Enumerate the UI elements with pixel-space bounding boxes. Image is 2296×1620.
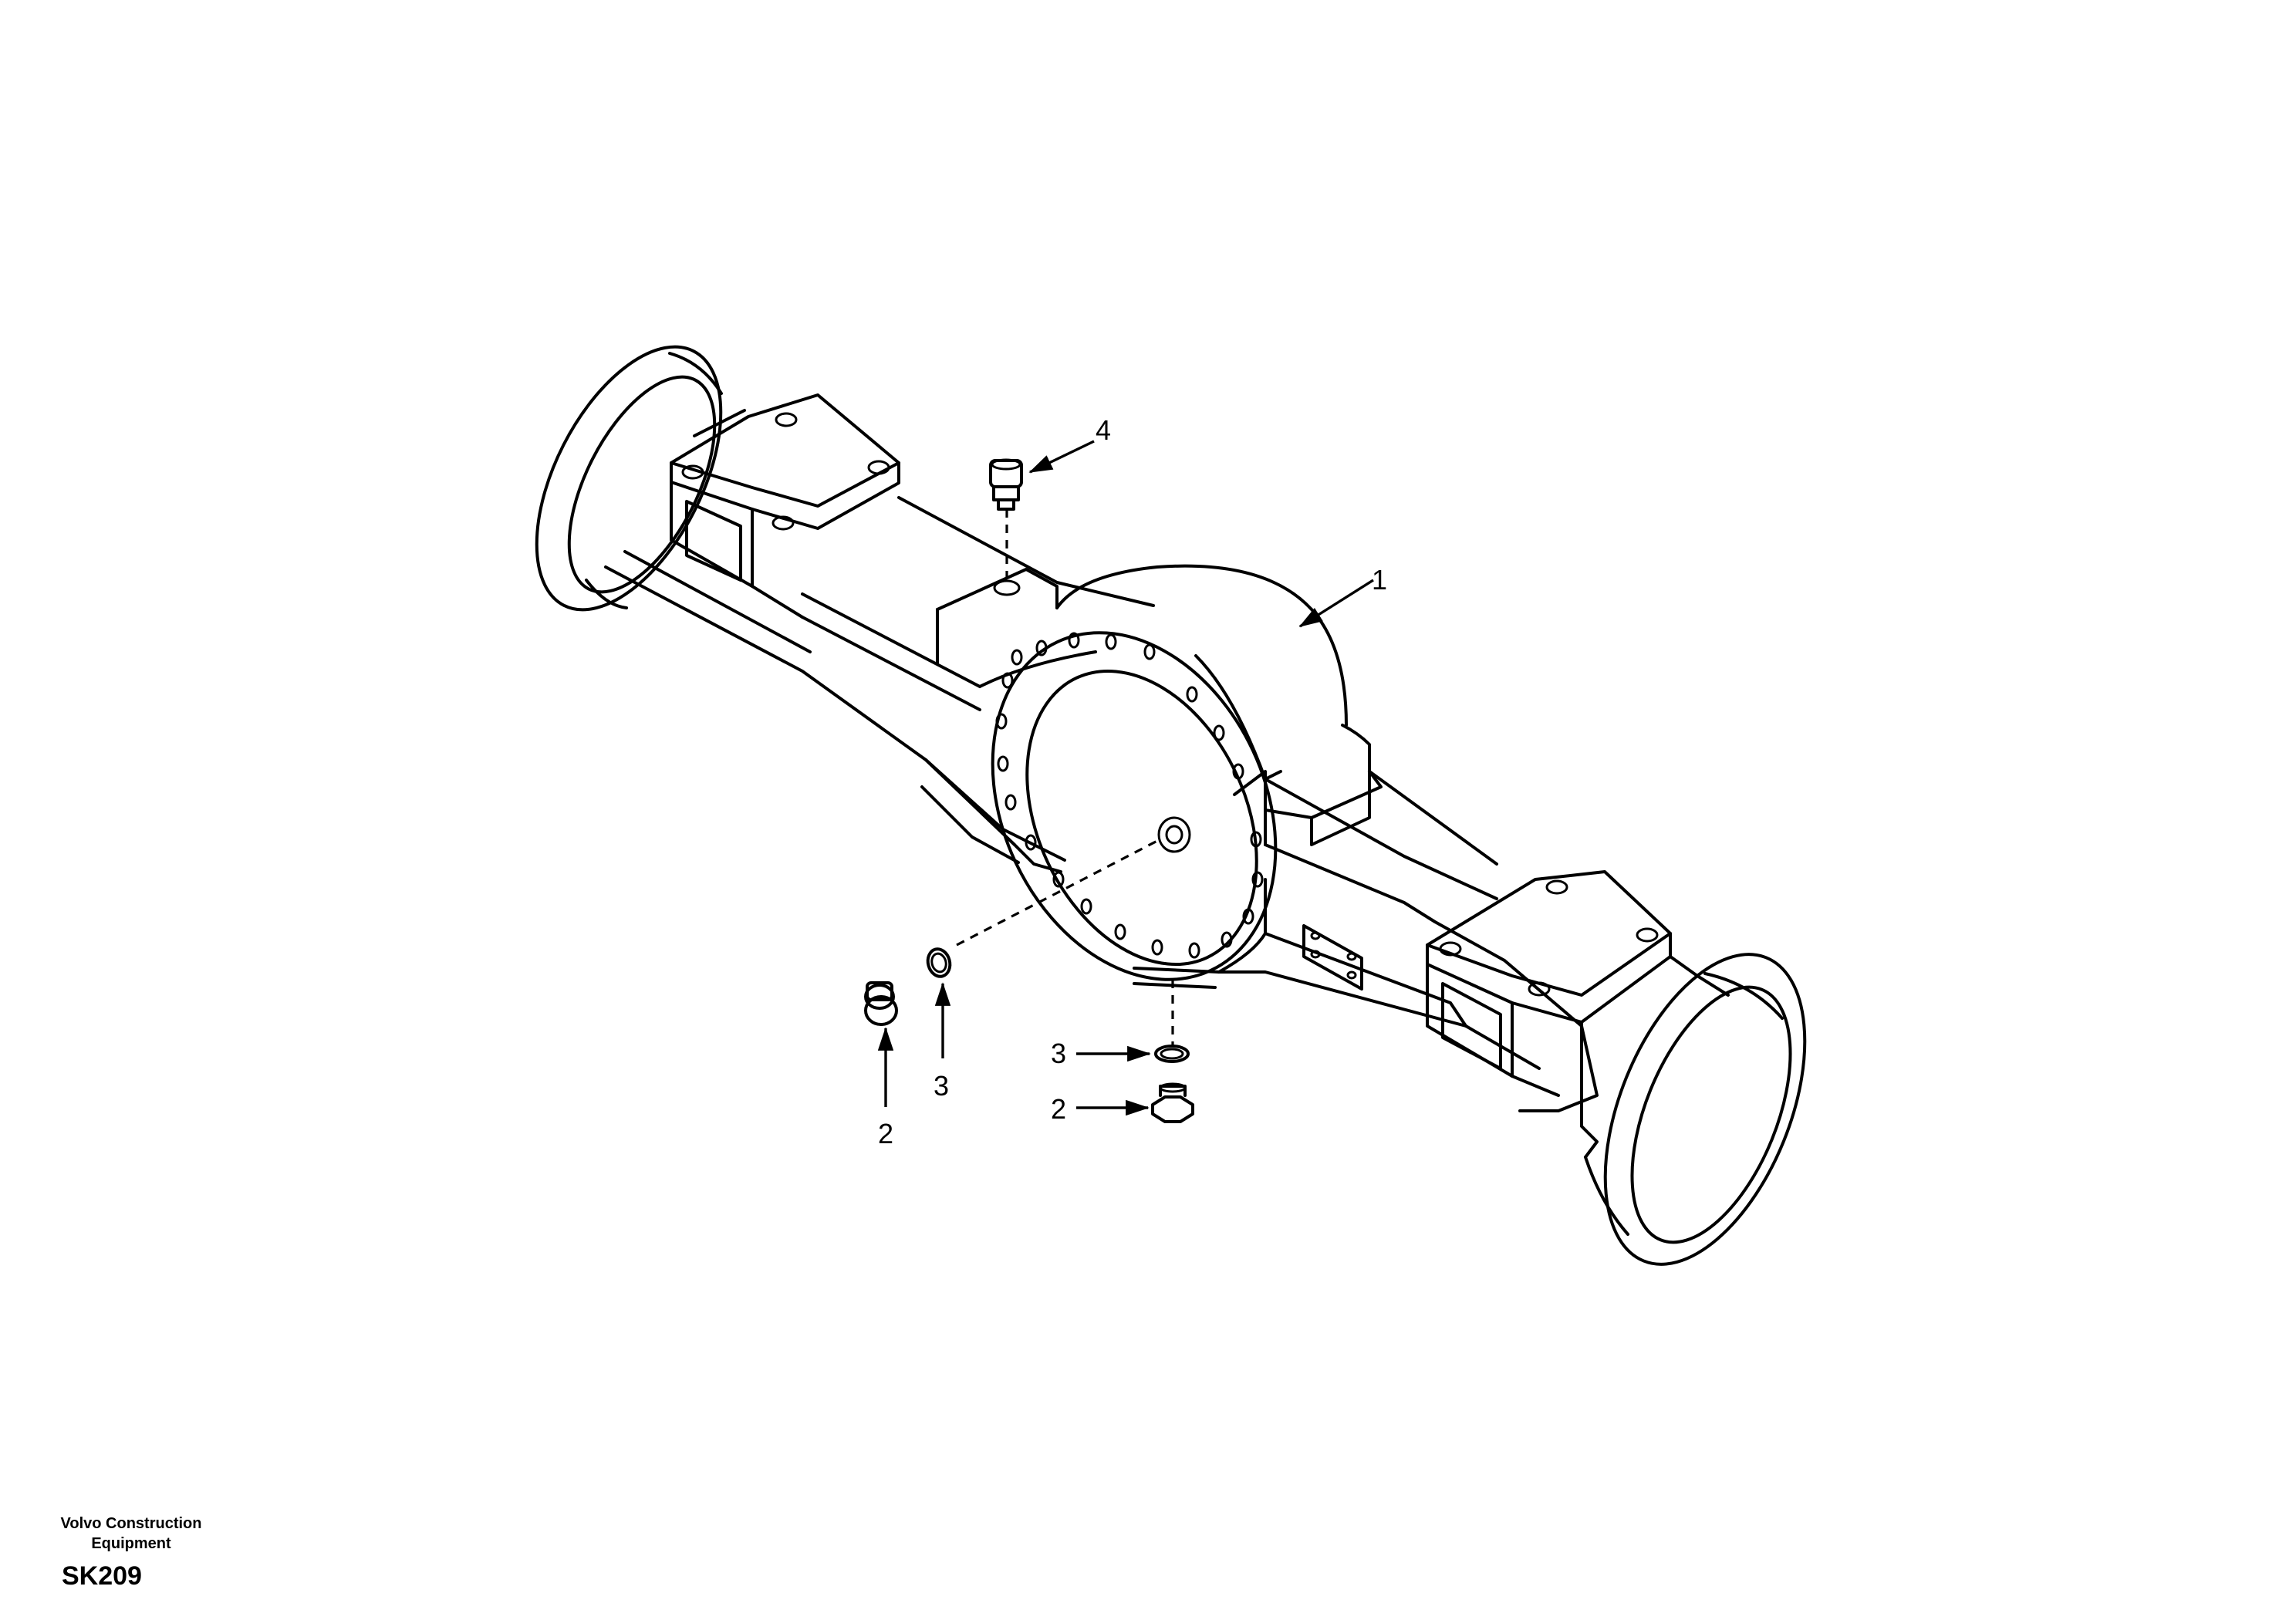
right-wheel-flange: [1503, 953, 1807, 1266]
breather-boss: [936, 568, 1059, 611]
o-ring-front-part-3: [926, 947, 952, 978]
diagram-code: SK209: [62, 1561, 142, 1591]
right-axle-tube: [924, 654, 1541, 1070]
drain-plug-bottom-part-2: [1151, 1082, 1194, 1123]
callout-label-1: 1: [1372, 564, 1387, 596]
axle-housing: [535, 345, 1807, 1266]
cover-flange: [991, 631, 1278, 981]
assembly-line-front-plug: [956, 839, 1158, 947]
callout-arrow-4: [1028, 440, 1095, 474]
callout-label-2b: 2: [1051, 1093, 1066, 1125]
callout-label-3a: 3: [934, 1070, 949, 1102]
breather-plug-part-4: [989, 458, 1023, 511]
brand-line-2: Equipment: [91, 1535, 171, 1552]
right-spring-pad: [1426, 870, 1730, 1097]
callout-label-3b: 3: [1051, 1038, 1066, 1069]
o-ring-bottom-part-3: [1154, 1045, 1190, 1063]
left-spring-pad: [670, 393, 900, 619]
callout-label-2a: 2: [878, 1118, 893, 1149]
brand-line-1: Volvo Construction: [60, 1515, 202, 1532]
differential-dome: [978, 564, 1371, 773]
drain-plug-front-part-2: [864, 981, 898, 1026]
flange-bolt-holes: [995, 632, 1264, 959]
callout-arrow-1: [1298, 579, 1374, 628]
callout-label-4: 4: [1096, 414, 1111, 446]
left-axle-tube: [604, 409, 1155, 864]
left-wheel-flange: [535, 345, 723, 612]
